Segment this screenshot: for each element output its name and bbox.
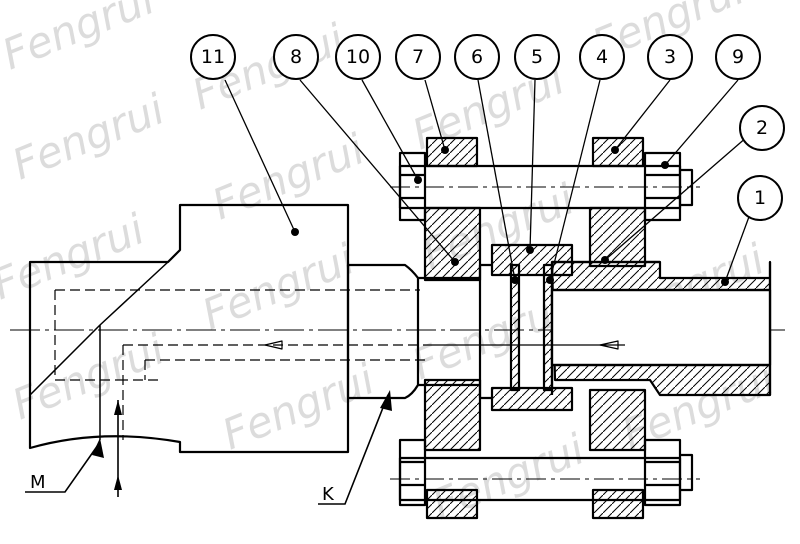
callout-circle-3 — [647, 34, 693, 80]
bolt-bottom-head-right — [643, 438, 694, 507]
callout-label-2: 2 — [756, 117, 768, 139]
callout-circle-8 — [273, 34, 319, 80]
section-arrow-up-2 — [114, 475, 122, 490]
leader-6 — [477, 79, 516, 281]
part-11-body — [28, 203, 350, 454]
callout-label-9: 9 — [732, 46, 744, 68]
left-flange-top — [423, 206, 482, 282]
callout-circle-1 — [737, 175, 783, 221]
watermark-3: Fengrui — [0, 204, 151, 309]
view-m-leader — [25, 444, 99, 493]
right-flange-top — [588, 206, 647, 268]
callout-label-4: 4 — [596, 46, 608, 68]
leader-2 — [604, 129, 756, 261]
callout-circle-9 — [715, 34, 761, 80]
callout-label-6: 6 — [471, 46, 483, 68]
watermark-8: Fengrui — [215, 354, 381, 459]
part-11-end-cut — [29, 261, 169, 440]
leader-dots — [291, 146, 729, 286]
section-arrow-up — [114, 400, 122, 415]
nut-7-top — [425, 136, 479, 168]
view-k-arrowhead — [380, 390, 392, 411]
callout-circle-10 — [335, 34, 381, 80]
callout-circle-6 — [454, 34, 500, 80]
leader-4 — [549, 79, 601, 281]
watermark-6: Fengrui — [205, 124, 371, 229]
leader-5 — [529, 79, 536, 251]
callout-label-8: 8 — [290, 46, 302, 68]
view-label-k: K — [322, 484, 335, 505]
housing-5-body — [478, 263, 492, 400]
callout-label-10: 10 — [346, 46, 370, 68]
leader-7 — [424, 79, 446, 151]
nut-3-bottom — [591, 488, 645, 520]
watermark-2: Fengrui — [5, 84, 171, 189]
callout-circle-2 — [739, 105, 785, 151]
housing-5-bottom — [490, 386, 574, 412]
callout-label-1: 1 — [754, 187, 766, 209]
bolt-axis-lines — [390, 186, 700, 480]
callout-label-7: 7 — [412, 46, 424, 68]
callout-label-5: 5 — [531, 46, 543, 68]
seal-6 — [509, 263, 521, 392]
watermark-7: Fengrui — [195, 234, 361, 339]
right-flange-bottom — [588, 388, 647, 452]
leader-10 — [361, 79, 419, 181]
leader-9 — [664, 79, 739, 166]
watermark-1: Fengrui — [0, 0, 161, 79]
bolt-top-head-right — [643, 151, 694, 222]
callout-circle-5 — [514, 34, 560, 80]
callout-circle-4 — [579, 34, 625, 80]
callout-circle-11 — [190, 34, 236, 80]
nut-7-bottom — [425, 488, 479, 520]
view-k-leader — [318, 394, 389, 505]
left-flange-bottom — [423, 378, 482, 452]
callout-label-3: 3 — [664, 46, 676, 68]
leader-3 — [614, 79, 671, 151]
bolt-bottom-head-left — [398, 438, 427, 507]
view-label-m: M — [30, 472, 46, 493]
part-1-outline — [550, 260, 772, 395]
callout-label-11: 11 — [201, 46, 225, 68]
view-m-arrowhead — [92, 438, 104, 458]
part-11-inner-channel — [54, 289, 430, 440]
flow-arrow-left — [264, 340, 283, 350]
leader-11 — [224, 79, 296, 233]
part-1-bore — [550, 288, 772, 367]
leader-8 — [299, 79, 456, 263]
callout-circle-7 — [395, 34, 441, 80]
